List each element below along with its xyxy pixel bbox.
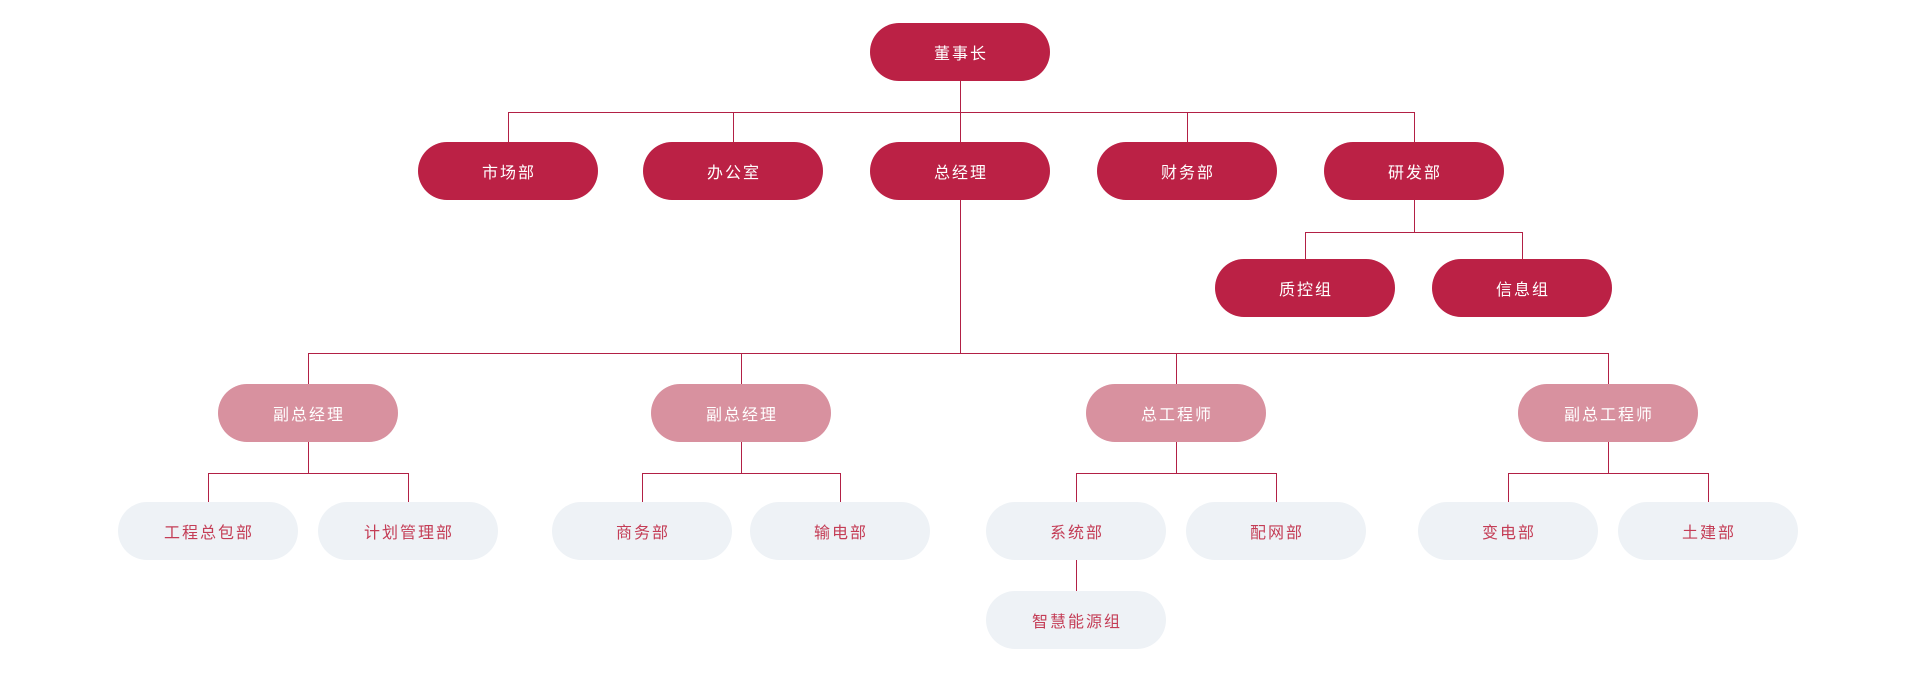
org-node-marketing-dept[interactable]: 市场部 [418, 142, 598, 200]
connector-line-vertical [1305, 232, 1306, 259]
org-node-label: 董事长 [933, 44, 988, 63]
org-node-general-manager[interactable]: 总经理 [870, 142, 1050, 200]
org-node-smart-energy-group[interactable]: 智慧能源组 [986, 591, 1166, 649]
connector-line-vertical [960, 81, 961, 112]
connector-line-vertical [741, 353, 742, 384]
org-node-label: 总经理 [933, 163, 988, 182]
org-node-label: 变电部 [1481, 523, 1536, 542]
org-node-label: 副总经理 [705, 405, 778, 424]
org-node-label: 土建部 [1681, 523, 1736, 542]
connector-line-vertical [1276, 473, 1277, 502]
connector-line-vertical [1608, 442, 1609, 473]
org-node-deputy-gm-1[interactable]: 副总经理 [218, 384, 398, 442]
connector-line-horizontal [642, 473, 840, 474]
org-node-transmission-dept[interactable]: 输电部 [750, 502, 930, 560]
org-node-deputy-chief-engineer[interactable]: 副总工程师 [1518, 384, 1698, 442]
org-node-qc-group[interactable]: 质控组 [1215, 259, 1395, 317]
connector-line-vertical [1187, 112, 1188, 142]
org-node-label: 财务部 [1160, 163, 1215, 182]
org-node-label: 总工程师 [1140, 405, 1213, 424]
org-node-label: 配网部 [1249, 523, 1304, 542]
connector-line-vertical [960, 112, 961, 142]
connector-line-vertical [308, 353, 309, 384]
org-node-office[interactable]: 办公室 [643, 142, 823, 200]
org-node-commerce-dept[interactable]: 商务部 [552, 502, 732, 560]
org-node-system-dept[interactable]: 系统部 [986, 502, 1166, 560]
connector-line-horizontal [208, 473, 408, 474]
org-node-epc-dept[interactable]: 工程总包部 [118, 502, 298, 560]
org-node-label: 市场部 [481, 163, 536, 182]
connector-line-vertical [1176, 353, 1177, 384]
org-node-label: 商务部 [615, 523, 670, 542]
connector-line-vertical [1508, 473, 1509, 502]
org-node-label: 办公室 [706, 163, 761, 182]
org-node-civil-dept[interactable]: 土建部 [1618, 502, 1798, 560]
org-node-label: 工程总包部 [163, 523, 254, 542]
org-node-label: 副总工程师 [1563, 405, 1654, 424]
connector-line-vertical [308, 442, 309, 473]
org-node-label: 副总经理 [272, 405, 345, 424]
org-node-planning-dept[interactable]: 计划管理部 [318, 502, 498, 560]
connector-line-vertical [1708, 473, 1709, 502]
org-node-label: 系统部 [1049, 523, 1104, 542]
connector-line-vertical [208, 473, 209, 502]
org-node-label: 智慧能源组 [1031, 612, 1122, 631]
connector-line-vertical [642, 473, 643, 502]
org-node-finance-dept[interactable]: 财务部 [1097, 142, 1277, 200]
org-node-substation-dept[interactable]: 变电部 [1418, 502, 1598, 560]
connector-line-vertical [1076, 560, 1077, 591]
connector-line-horizontal [1508, 473, 1708, 474]
connector-line-vertical [1414, 200, 1415, 232]
connector-line-vertical [960, 200, 961, 353]
connector-line-vertical [741, 442, 742, 473]
org-node-deputy-gm-2[interactable]: 副总经理 [651, 384, 831, 442]
connector-line-horizontal [508, 112, 1414, 113]
connector-line-horizontal [308, 353, 1609, 354]
org-node-chairman[interactable]: 董事长 [870, 23, 1050, 81]
connector-line-vertical [840, 473, 841, 502]
connector-line-vertical [1522, 232, 1523, 259]
connector-line-vertical [1076, 473, 1077, 502]
connector-line-vertical [1608, 353, 1609, 384]
org-node-label: 输电部 [813, 523, 868, 542]
connector-line-vertical [1414, 112, 1415, 142]
org-node-label: 质控组 [1278, 280, 1333, 299]
org-node-label: 研发部 [1387, 163, 1442, 182]
connector-line-vertical [408, 473, 409, 502]
connector-line-vertical [733, 112, 734, 142]
org-node-info-group[interactable]: 信息组 [1432, 259, 1612, 317]
org-node-label: 信息组 [1495, 280, 1550, 299]
org-node-rnd-dept[interactable]: 研发部 [1324, 142, 1504, 200]
org-node-distribution-dept[interactable]: 配网部 [1186, 502, 1366, 560]
connector-line-horizontal [1076, 473, 1276, 474]
org-node-label: 计划管理部 [363, 523, 454, 542]
connector-line-vertical [508, 112, 509, 142]
org-node-chief-engineer[interactable]: 总工程师 [1086, 384, 1266, 442]
connector-line-horizontal [1305, 232, 1522, 233]
connector-line-vertical [1176, 442, 1177, 473]
